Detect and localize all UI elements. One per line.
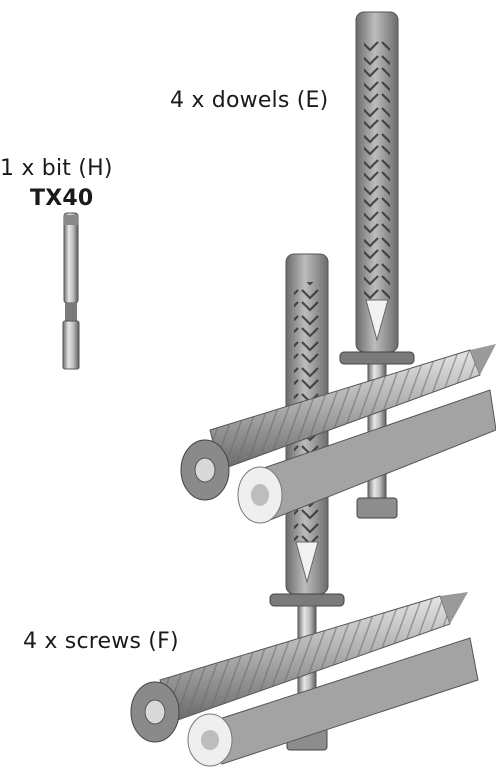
dowel-illustration bbox=[237, 389, 496, 524]
dowel-illustration bbox=[187, 637, 479, 767]
dowels-label: 4 x dowels (E) bbox=[170, 88, 329, 113]
screw-illustration bbox=[130, 592, 468, 743]
dowel-illustration bbox=[339, 11, 415, 519]
bit-type-label: TX40 bbox=[30, 186, 94, 211]
screws-label: 4 x screws (F) bbox=[23, 629, 179, 654]
screw-illustration bbox=[180, 344, 496, 501]
bit-label: 1 x bit (H) bbox=[0, 156, 113, 181]
bit-illustration bbox=[62, 212, 80, 370]
